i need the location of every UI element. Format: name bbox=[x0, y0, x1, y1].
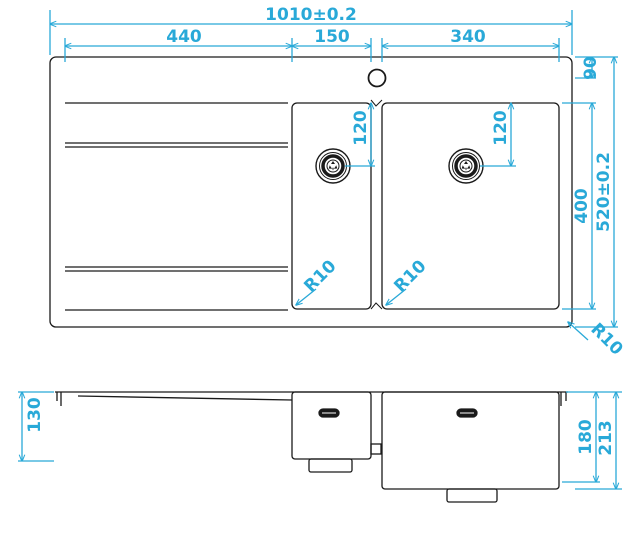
large-bowl-height-label: 213 bbox=[596, 420, 616, 456]
drainboard-width-label: 440 bbox=[166, 27, 202, 47]
small-bowl-width-label: 150 bbox=[314, 27, 350, 47]
bowl-depth-label: 400 bbox=[572, 188, 592, 224]
small-drain-offset-label: 120 bbox=[351, 110, 371, 146]
total-width-label: 1010±0.2 bbox=[265, 5, 357, 25]
tap-hole-offset-label: 90 bbox=[581, 56, 601, 80]
large-bowl-radius-label: R10 bbox=[390, 256, 430, 296]
small-bowl-radius-label: R10 bbox=[300, 256, 340, 296]
small-bowl bbox=[291, 102, 372, 310]
large-bowl bbox=[381, 102, 560, 310]
side-view bbox=[55, 391, 568, 503]
small-bowl-side bbox=[291, 391, 372, 460]
top-dimensions bbox=[50, 10, 618, 341]
overflow-slot-icon bbox=[318, 408, 340, 418]
side-dimension-labels: 130 180 213 bbox=[25, 397, 616, 456]
side-dimensions bbox=[18, 392, 622, 489]
large-bowl-width-label: 340 bbox=[450, 27, 486, 47]
total-depth-label: 520±0.2 bbox=[594, 152, 614, 232]
tap-hole bbox=[367, 68, 387, 88]
strainer-icon bbox=[315, 148, 351, 184]
sink-outline bbox=[49, 56, 573, 328]
small-bowl-height-label: 180 bbox=[576, 419, 596, 455]
drainboard-ribs bbox=[65, 102, 288, 311]
top-dimension-labels: 1010±0.2 440 150 340 90 400 520±0.2 120 … bbox=[166, 5, 626, 360]
large-bowl-side bbox=[381, 391, 560, 490]
large-drain-offset-label: 120 bbox=[491, 110, 511, 146]
drainboard-height-label: 130 bbox=[25, 397, 45, 433]
strainer-icon bbox=[448, 148, 484, 184]
outer-radius-label: R10 bbox=[586, 319, 626, 359]
overflow-slot-icon bbox=[456, 408, 478, 418]
